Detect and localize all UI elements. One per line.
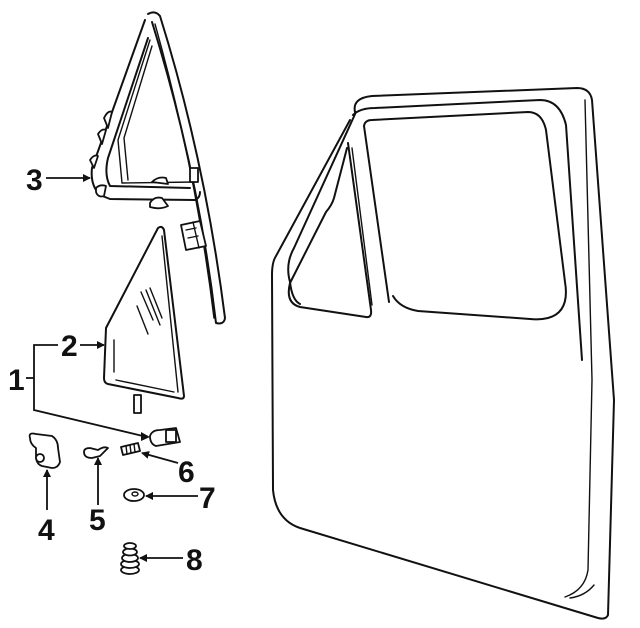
part-7-washer [123,488,145,502]
callout-6: 6 [178,456,195,489]
callout-1: 1 [8,364,25,397]
callout-labels: 1 2 3 4 5 6 7 8 [8,164,216,577]
part-5-clip [83,446,109,459]
callout-8: 8 [186,544,203,577]
part-3-vent-frame [89,11,226,325]
leader-lines [26,174,198,562]
part-4-pivot-bracket [28,432,61,469]
callout-7: 7 [199,482,216,515]
part-6-screw [120,427,181,456]
part-8-spring [120,542,140,575]
callout-5: 5 [89,504,106,537]
callout-2: 2 [61,330,78,363]
door-shell [271,87,615,620]
callout-4: 4 [38,514,55,547]
callout-3: 3 [26,164,43,197]
part-2-vent-glass [103,225,185,414]
